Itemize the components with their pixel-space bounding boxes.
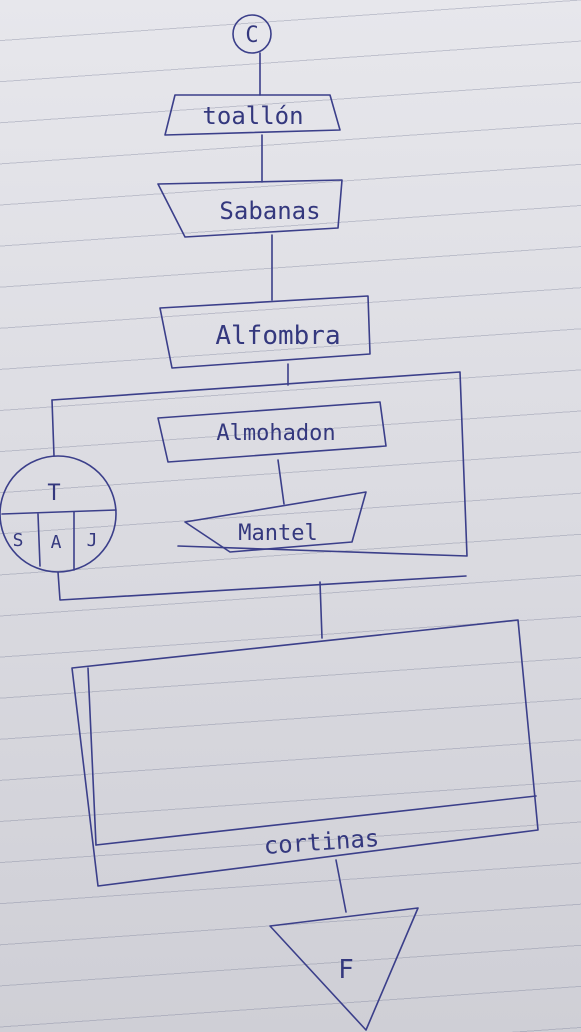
connector-line <box>335 859 347 913</box>
counter-middle: A <box>51 532 62 553</box>
label-mantel: Mantel <box>238 521 317 546</box>
connector-line <box>319 581 323 639</box>
end-connector: F <box>269 907 419 1031</box>
label-almohadon: Almohadon <box>216 421 335 446</box>
loop-return-line <box>57 571 467 601</box>
process-alfombra: Alfombra <box>159 295 371 369</box>
connector-line <box>277 459 285 505</box>
end-symbol: F <box>338 955 354 985</box>
start-connector: C <box>232 14 272 54</box>
process-sabanas: Sabanas <box>157 179 343 238</box>
process-toallon: toallón <box>164 94 341 136</box>
label-alfombra: Alfombra <box>215 321 340 351</box>
loop-frame <box>51 371 468 557</box>
counter-left: S <box>13 530 24 551</box>
start-symbol: C <box>245 23 258 48</box>
counter-top: T <box>47 481 60 506</box>
counter-right: J <box>87 530 98 551</box>
process-almohadon: Almohadon <box>157 401 387 463</box>
label-cortinas: cortinas <box>263 824 380 860</box>
process-cortinas-block: cortinas <box>71 619 539 887</box>
label-toallon: toallón <box>202 102 303 130</box>
loop-counter: T S A J <box>0 455 117 573</box>
process-mantel: Mantel <box>184 491 367 553</box>
label-sabanas: Sabanas <box>219 197 320 225</box>
